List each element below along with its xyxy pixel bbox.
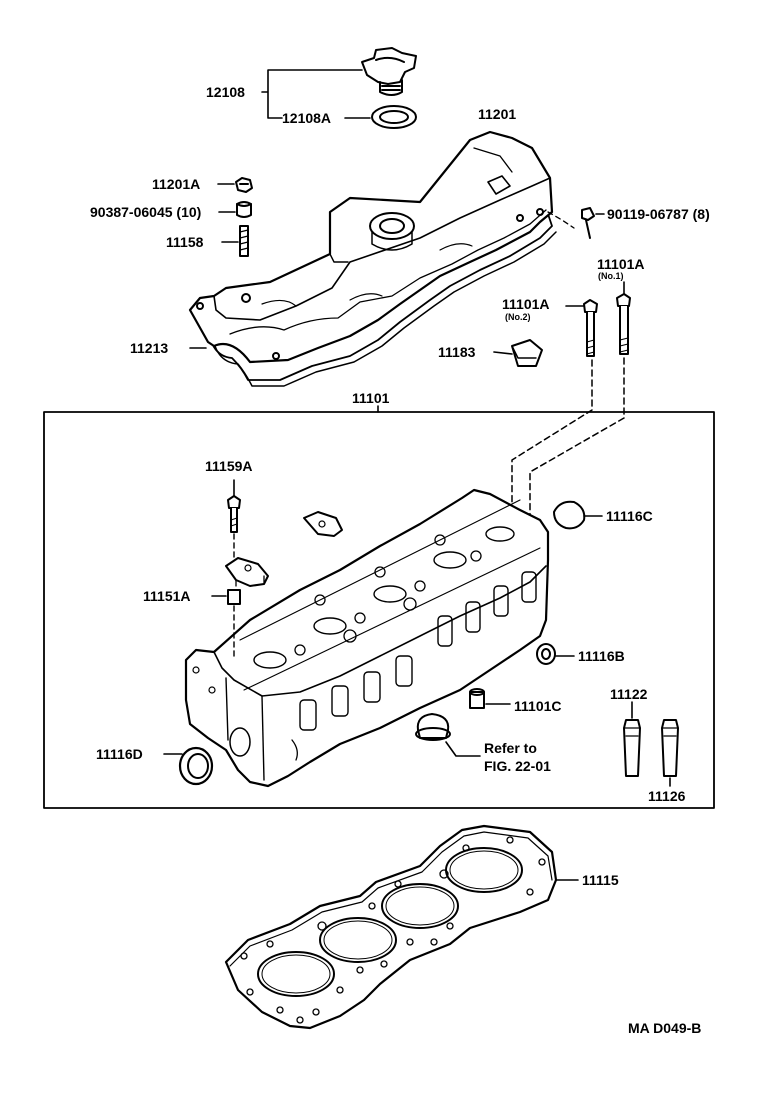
label-90119-06787: 90119-06787 (8) (607, 206, 710, 222)
label-refer-to: Refer to (484, 740, 537, 756)
bearing-cap-upper (303, 511, 343, 537)
label-11101C: 11101C (514, 698, 562, 714)
head-bolt-no2 (565, 299, 598, 357)
label-11101A-no2: 11101A (502, 296, 550, 312)
cylinder-head-assembly-box (43, 405, 715, 809)
cylinder-head (184, 488, 550, 788)
valve-guide-11122 (623, 701, 641, 777)
cylinder-head-gasket (224, 824, 579, 1030)
label-11101: 11101 (352, 390, 390, 406)
seal-11116D (163, 746, 214, 786)
label-11158: 11158 (166, 234, 204, 250)
label-11159A: 11159A (205, 458, 253, 474)
label-11116C: 11116C (606, 508, 653, 524)
label-11101A-no1: 11101A (597, 256, 645, 272)
leader-lines-left (189, 183, 239, 349)
cylinder-head-cover (188, 130, 557, 387)
plug-11116C (553, 500, 603, 530)
valve-guide-11126 (661, 719, 679, 787)
cap-refer-fig-22-01 (415, 713, 481, 757)
oil-filler-cap (361, 47, 417, 96)
bolt-11159A (227, 479, 241, 561)
label-11126: 11126 (648, 788, 686, 804)
dowel-11151A (211, 589, 241, 661)
label-no2: (No.2) (505, 312, 531, 322)
dashed-bolt-paths (511, 357, 625, 551)
label-11183: 11183 (438, 344, 476, 360)
bolt-90119 (547, 207, 605, 239)
bracket-11183 (493, 339, 543, 367)
label-11201A: 11201A (152, 176, 201, 192)
label-12108: 12108 (206, 84, 245, 100)
figure-code: MA D049-B (628, 1020, 702, 1036)
cap-nut-11201A (235, 177, 253, 193)
label-12108A: 12108A (282, 110, 332, 126)
label-11201: 11201 (478, 106, 517, 122)
label-11116B: 11116B (578, 648, 625, 664)
dowel-11101C (469, 688, 511, 709)
filler-cap-gasket (371, 105, 417, 129)
label-no1: (No.1) (598, 271, 624, 281)
label-11115: 11115 (582, 872, 619, 888)
plug-11116B (536, 643, 575, 665)
label-11116D: 11116D (96, 746, 143, 762)
label-11122: 11122 (610, 686, 648, 702)
label-11151A: 11151A (143, 588, 191, 604)
stud-11158 (239, 225, 249, 257)
leader-12108 (261, 69, 371, 119)
camshaft-bearing-cap-11151A (225, 557, 269, 587)
label-fig-22-01: FIG. 22-01 (484, 758, 551, 774)
head-bolt-no1 (616, 281, 631, 355)
label-11213: 11213 (130, 340, 169, 356)
label-90387-06045: 90387-06045 (10) (90, 204, 202, 220)
seal-washer-90387 (236, 201, 252, 218)
